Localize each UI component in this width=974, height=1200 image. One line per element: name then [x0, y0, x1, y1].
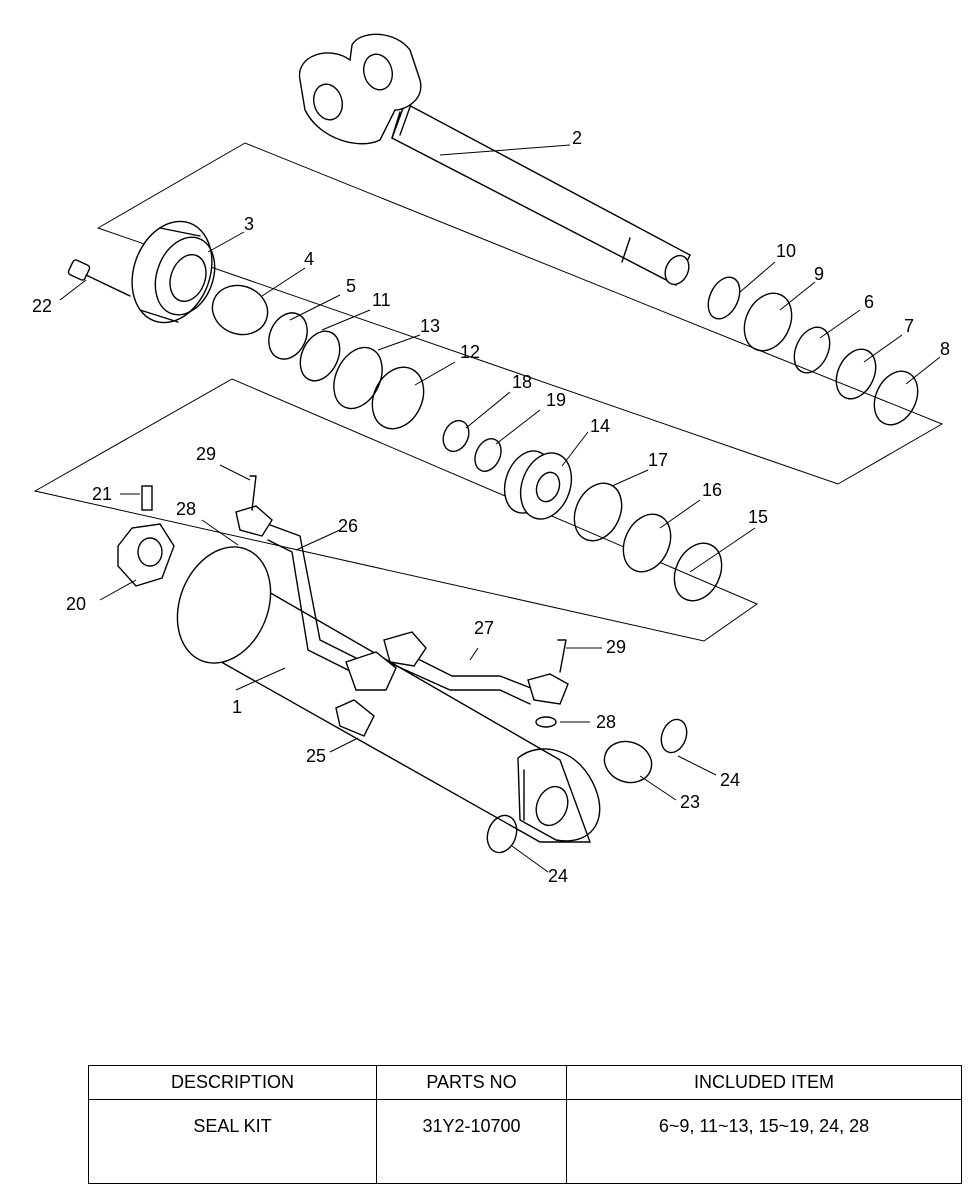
lock-nut: [117, 485, 175, 587]
o-ring-24-left: [486, 814, 518, 854]
callout-22: 22: [32, 296, 52, 316]
table-row: SEAL KIT 31Y2-10700 6~9, 11~13, 15~19, 2…: [88, 1099, 962, 1184]
bushing-4: [211, 284, 269, 336]
callout-18: 18: [512, 372, 532, 392]
screw-29-upper: [249, 475, 257, 511]
callout-4: 4: [304, 249, 314, 269]
callout-14: 14: [590, 416, 610, 436]
ring-7: [835, 348, 877, 400]
callout-10: 10: [776, 241, 796, 261]
callout-20: 20: [66, 594, 86, 614]
table-header-row: DESCRIPTION PARTS NO INCLUDED ITEM: [88, 1065, 962, 1100]
ring-6: [793, 326, 831, 374]
callout-3: 3: [244, 214, 254, 234]
snap-ring-5: [268, 312, 308, 360]
cell-included-item: 6~9, 11~13, 15~19, 24, 28: [566, 1099, 962, 1184]
callout-8: 8: [940, 339, 950, 359]
callout-13: 13: [420, 316, 440, 336]
piston-rod: [298, 33, 691, 286]
callout-1: 1: [232, 697, 242, 717]
rod-cover: [131, 220, 216, 324]
clamp-a: [345, 651, 397, 691]
rod-group-frame: [96, 142, 944, 485]
callout-24-right: 24: [720, 770, 740, 790]
clamp-b: [383, 631, 427, 667]
callout-labels: 1 2 3 4 5 6 7 8 9 10 11 12 13 14 15 16 1…: [32, 128, 950, 886]
ring-11: [299, 330, 341, 382]
pipe-27: [391, 649, 537, 705]
header-parts-no: PARTS NO: [376, 1065, 567, 1100]
callout-7: 7: [904, 316, 914, 336]
ring-18: [442, 419, 470, 453]
ring-19: [474, 438, 502, 472]
callout-19: 19: [546, 390, 566, 410]
callout-24-left: 24: [548, 866, 568, 886]
ring-10: [707, 276, 741, 320]
callout-15: 15: [748, 507, 768, 527]
flange-block-upper: [235, 505, 273, 537]
cell-parts-no: 31Y2-10700: [376, 1099, 567, 1184]
ring-15: [673, 542, 723, 602]
cell-description: SEAL KIT: [88, 1099, 377, 1184]
callout-6: 6: [864, 292, 874, 312]
callout-25: 25: [306, 746, 326, 766]
leader-lines: [59, 144, 941, 873]
pipe-26: [261, 521, 373, 677]
socket-bolt: [67, 259, 131, 297]
callout-21: 21: [92, 484, 112, 504]
ring-12: [371, 366, 425, 430]
o-ring-24-right: [660, 718, 688, 754]
callout-28-upper: 28: [176, 499, 196, 519]
piston: [503, 450, 573, 520]
screw-29-lower: [557, 639, 567, 673]
callout-2: 2: [572, 128, 582, 148]
exploded-parts-diagram: 1 2 3 4 5 6 7 8 9 10 11 12 13 14 15 16 1…: [32, 33, 950, 886]
header-description: DESCRIPTION: [88, 1065, 377, 1100]
seal-kit-table: DESCRIPTION PARTS NO INCLUDED ITEM SEAL …: [88, 1065, 962, 1184]
o-ring-28-lower: [535, 716, 557, 728]
ring-13: [333, 346, 383, 410]
callout-26: 26: [338, 516, 358, 536]
callout-27: 27: [474, 618, 494, 638]
callout-23: 23: [680, 792, 700, 812]
header-included-item: INCLUDED ITEM: [566, 1065, 962, 1100]
ring-16: [622, 513, 672, 573]
callout-11: 11: [372, 290, 391, 310]
band-25: [335, 699, 375, 737]
callout-29-upper: 29: [196, 444, 216, 464]
flange-block-lower: [527, 673, 569, 705]
ring-8: [873, 370, 919, 426]
cylinder-tube: [176, 546, 601, 843]
callout-5: 5: [346, 276, 356, 296]
callout-9: 9: [814, 264, 824, 284]
callout-29-lower: 29: [606, 637, 626, 657]
bushing-23: [603, 740, 653, 784]
callout-12: 12: [460, 342, 480, 362]
ring-17: [573, 482, 623, 542]
ring-9: [743, 292, 793, 352]
callout-17: 17: [648, 450, 668, 470]
callout-16: 16: [702, 480, 722, 500]
piston-group-frame: [33, 378, 759, 642]
callout-28-lower: 28: [596, 712, 616, 732]
